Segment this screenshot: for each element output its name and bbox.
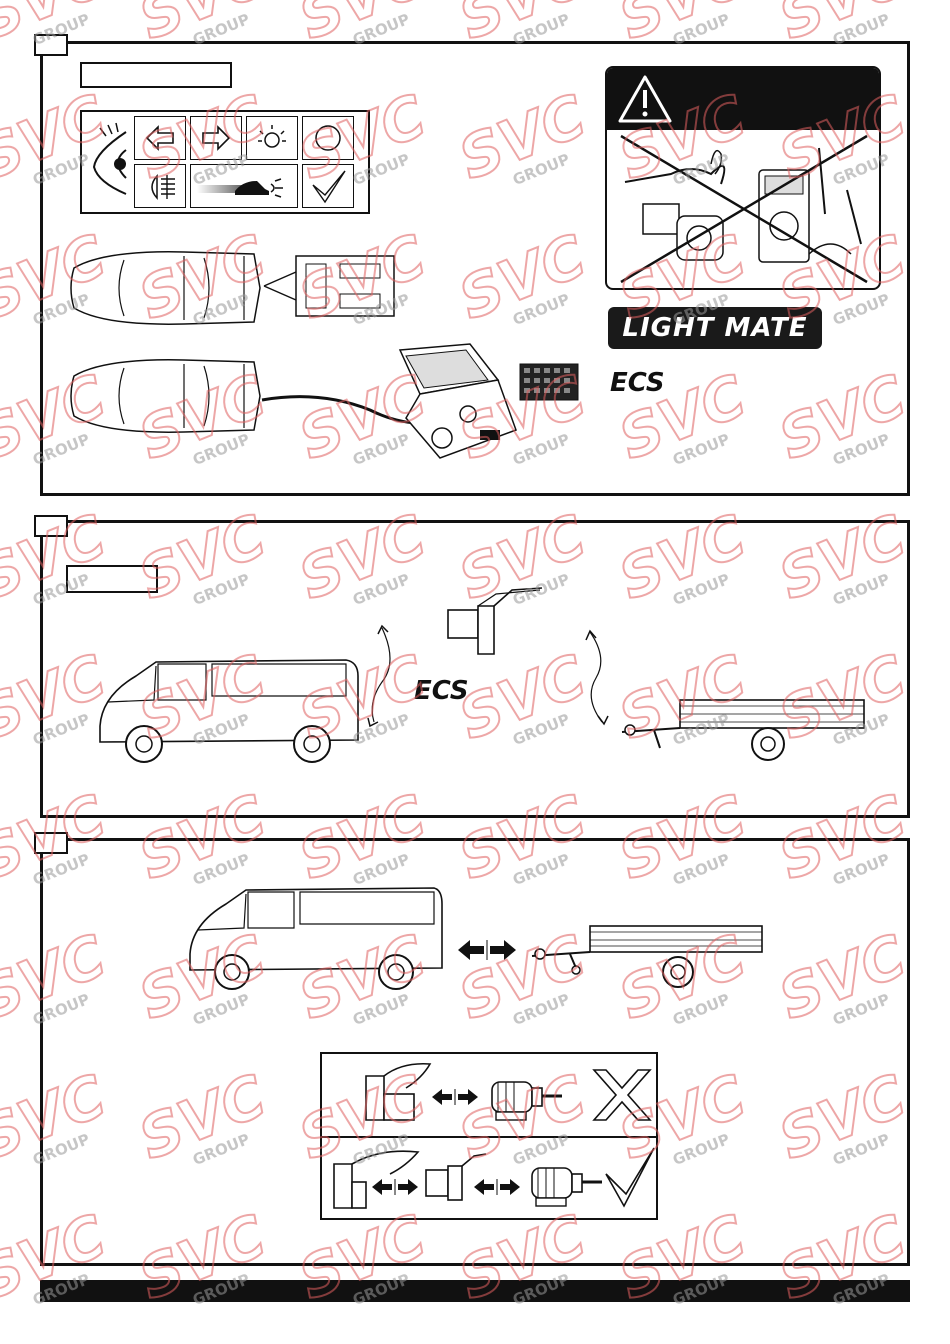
car-socket-icon-1 [365, 1062, 432, 1121]
function-icon-grid [80, 110, 370, 214]
warning-triangle-icon [618, 75, 672, 123]
tester-control-panel [519, 363, 579, 401]
cell-fog-light [134, 164, 186, 208]
step-number-box-3 [34, 832, 68, 854]
arrow-left-icon [145, 125, 174, 151]
cell-arrow-right [190, 116, 242, 160]
compatibility-table [320, 1052, 658, 1220]
circle-icon [315, 125, 341, 151]
arrow-right-icon [202, 125, 231, 151]
car-top-view-1 [70, 251, 261, 325]
van-side-view-2 [189, 887, 443, 990]
fog-light-icon [151, 174, 175, 200]
trailer-plug-icon-2 [531, 1167, 602, 1207]
warning-header [607, 68, 879, 130]
car-socket-icon-2 [333, 1150, 420, 1209]
cell-car-light [190, 164, 298, 208]
footer-bar [40, 1280, 910, 1302]
trailer-side-view-2 [531, 925, 763, 988]
cross-icon [592, 1069, 652, 1121]
lightmate-logo: LIGHT MATE [608, 307, 822, 349]
check-icon-large [605, 1147, 655, 1208]
connection-arrow-left [367, 624, 391, 728]
adapter-plug-icon [447, 587, 543, 655]
cell-brake-light [246, 116, 298, 160]
car-light-icon [197, 178, 283, 198]
cell-check [302, 164, 354, 208]
brake-light-icon [258, 125, 286, 148]
step-number-box-1 [34, 34, 68, 56]
double-arrow-icon-2 [432, 1089, 478, 1105]
ecs-logo-1: ECS [610, 368, 665, 398]
warning-box [605, 66, 881, 290]
trailer-top-view [263, 255, 395, 317]
step-number-box-2 [34, 515, 68, 537]
forbidden-test-tools [620, 134, 868, 284]
trailer-plug-icon-1 [491, 1081, 562, 1121]
trailer-side-view-1 [621, 699, 865, 761]
adapter-icon [425, 1153, 487, 1201]
van-side-view-1 [99, 659, 359, 763]
cell-circle [302, 116, 354, 160]
cell-arrow-left [134, 116, 186, 160]
eye-icon [92, 122, 127, 195]
compat-row-incorrect [322, 1054, 656, 1138]
check-icon [312, 170, 346, 204]
connection-arrow-right [585, 629, 609, 726]
ecs-logo-2: ECS [414, 676, 469, 706]
double-arrow-icon-4 [474, 1179, 520, 1195]
double-arrow-icon-1 [458, 940, 516, 960]
car-top-view-2 [70, 359, 261, 433]
compat-row-correct [322, 1138, 656, 1220]
label-box-1 [80, 62, 232, 88]
tester-case [398, 343, 517, 459]
label-box-2 [66, 565, 158, 593]
double-arrow-icon-3 [372, 1179, 418, 1195]
